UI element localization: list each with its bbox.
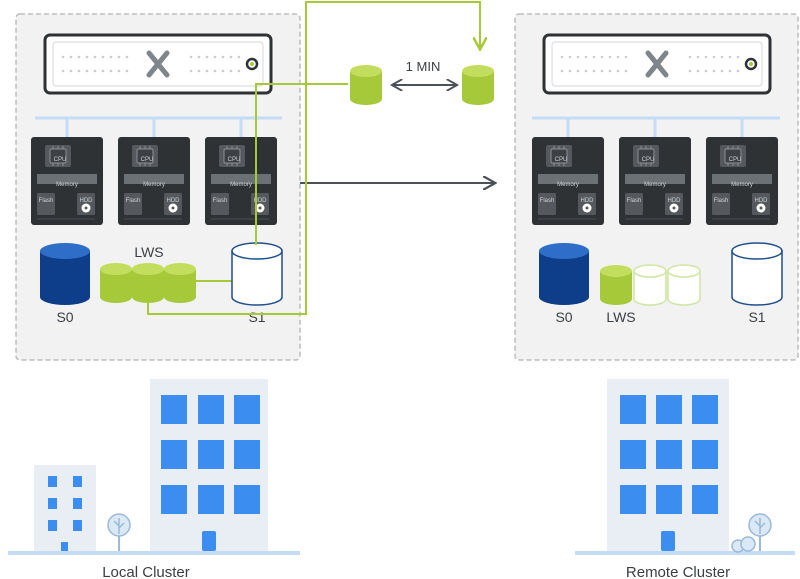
local-s1-label: S1: [248, 309, 265, 325]
memory-label: Memory: [230, 182, 252, 188]
memory-label: Memory: [731, 182, 753, 188]
hdd-label: HDD: [167, 198, 181, 204]
remote-node-3: [705, 136, 779, 226]
s1-to-staged-lws-line: [255, 83, 348, 245]
lws-replication-path: [147, 1, 480, 315]
local-ground-line: [8, 551, 300, 555]
remote-s1-label: S1: [748, 309, 765, 325]
remote-tall-building: [607, 379, 729, 551]
local-lws-cylinder-1: [100, 263, 132, 303]
remote-s0-cylinder: [539, 243, 589, 305]
flash-label: Flash: [39, 198, 54, 204]
remote-node-labels: CPU CPU CPU Memory Memory Memory Flash F…: [540, 157, 769, 204]
staged-lws-remote: [462, 65, 494, 105]
memory-label: Memory: [143, 182, 165, 188]
local-s0-label: S0: [56, 309, 73, 325]
hdd-label: HDD: [80, 198, 94, 204]
tree-icon: [107, 513, 131, 551]
flash-label: Flash: [126, 198, 141, 204]
cpu-label: CPU: [729, 157, 742, 163]
flash-label: Flash: [540, 198, 555, 204]
tree-icon: [748, 513, 772, 551]
local-node-labels: CPU CPU CPU Memory Memory Memory Flash F…: [39, 157, 268, 204]
local-appliance: [45, 35, 271, 93]
remote-s0-label: S0: [555, 309, 572, 325]
replication-flows: 1 MIN: [147, 1, 494, 315]
local-s1-cylinder: [231, 242, 283, 306]
local-lws-label: LWS: [134, 244, 163, 260]
cpu-label: CPU: [555, 157, 568, 163]
cpu-label: CPU: [54, 157, 67, 163]
local-network-bus: [35, 116, 282, 138]
local-site-illustration: Local Cluster: [8, 379, 300, 579]
memory-label: Memory: [56, 182, 78, 188]
remote-cluster-panel: CPU CPU CPU Memory Memory Memory Flash F…: [514, 13, 799, 361]
flash-label: Flash: [627, 198, 642, 204]
local-small-building: [34, 465, 96, 551]
hdd-label: HDD: [581, 198, 595, 204]
local-cluster-panel: CPU CPU CPU Memory Memory Memory Flash F…: [15, 13, 301, 361]
remote-ground-line: [575, 551, 795, 555]
local-s0-cylinder: [40, 243, 90, 305]
remote-site-illustration: Remote Cluster: [575, 379, 795, 579]
memory-label: Memory: [644, 182, 666, 188]
cpu-label: CPU: [141, 157, 154, 163]
remote-node-1: [531, 136, 605, 226]
remote-lws-empty-cylinder-3: [667, 264, 701, 306]
hdd-label: HDD: [254, 198, 268, 204]
remote-lws-empty-cylinder-2: [633, 264, 667, 306]
cpu-label: CPU: [228, 157, 241, 163]
flash-label: Flash: [714, 198, 729, 204]
remote-node-2: [618, 136, 692, 226]
hdd-label: HDD: [668, 198, 682, 204]
staged-lws-local: [350, 65, 382, 105]
remote-appliance: [544, 35, 770, 93]
bush-icon: [731, 536, 756, 553]
remote-lws-cylinder-1: [600, 265, 632, 305]
cpu-label: CPU: [642, 157, 655, 163]
local-tall-building: [150, 379, 268, 551]
local-lws-cylinder-3: [164, 263, 196, 303]
local-node-3: [204, 136, 278, 226]
local-node-2: [117, 136, 191, 226]
local-cluster-label: Local Cluster: [102, 564, 190, 579]
hdd-label: HDD: [755, 198, 769, 204]
local-node-1: [30, 136, 104, 226]
memory-label: Memory: [557, 182, 579, 188]
remote-s1-cylinder: [731, 242, 783, 306]
remote-lws-label: LWS: [606, 309, 635, 325]
remote-network-bus: [532, 116, 780, 138]
local-lws-cylinder-2: [132, 263, 164, 303]
flash-label: Flash: [213, 198, 228, 204]
replication-interval-label: 1 MIN: [406, 59, 441, 74]
remote-cluster-label: Remote Cluster: [626, 564, 730, 579]
